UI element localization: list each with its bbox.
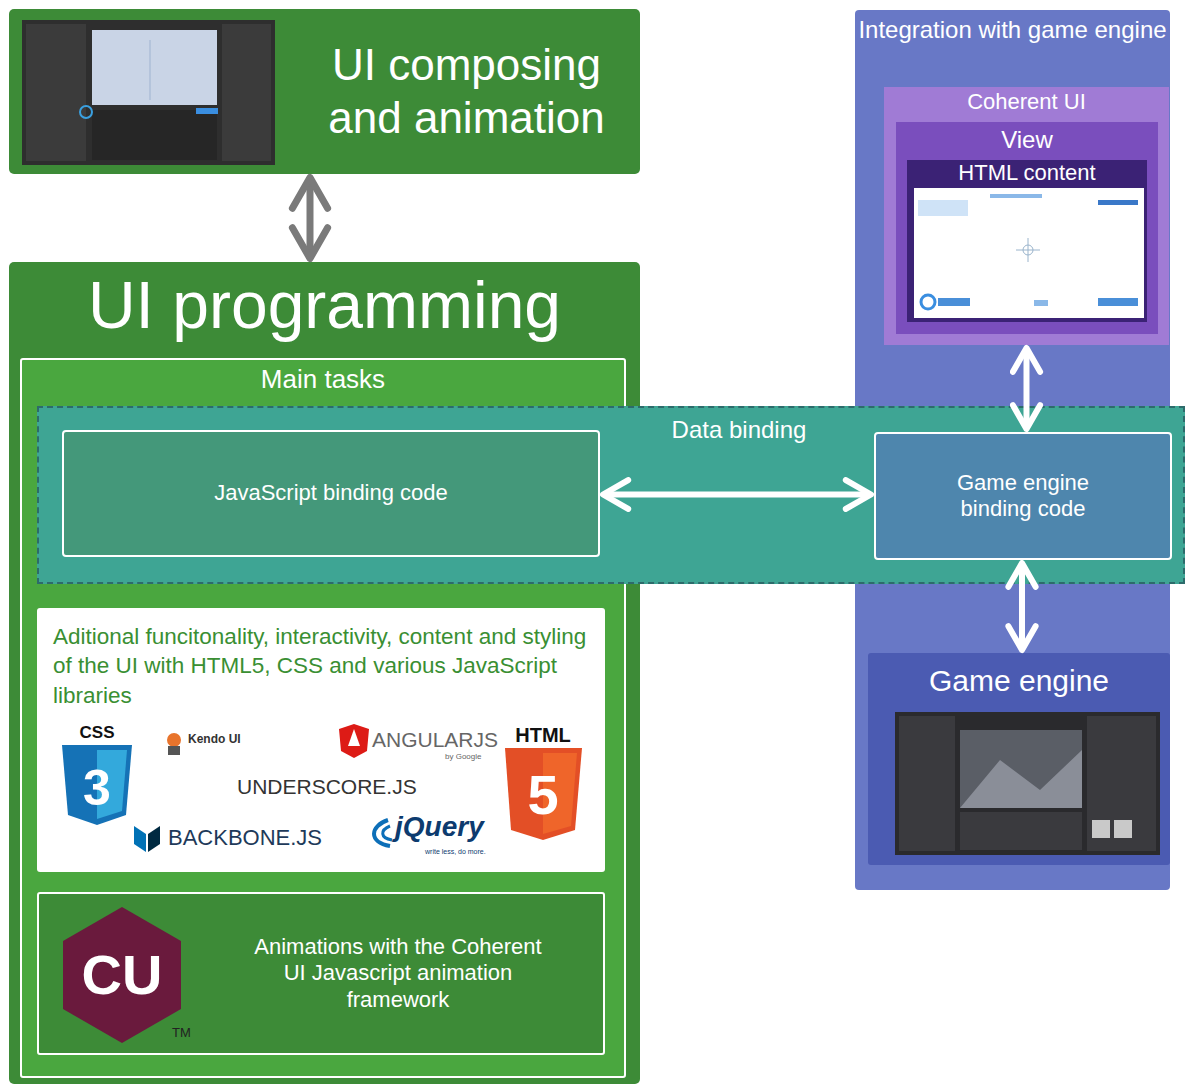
jquery-swoosh [383,826,392,840]
logo-text: HTML [515,724,571,746]
engine-viewport [960,730,1082,808]
box-label: HTML content [907,160,1147,186]
binding-box: Game engine binding code [874,432,1172,560]
logo-text: CU [82,944,163,1006]
box-label: Integration with game engine [855,16,1170,44]
hud-crosshair [1028,238,1029,262]
kendo-icon [168,746,180,755]
hud-widget [921,295,935,309]
logo-label-holder: TM [172,1026,191,1040]
middleware-box: Coherent UI ViewHTML content [884,87,1169,345]
logo-label-holder: 3 [83,761,111,816]
logo-label-holder: Kendo UI [188,733,241,746]
logo-text: 5 [527,764,558,826]
logo-label-holder: by Google [445,753,481,762]
box-label: Game engine binding code [933,470,1113,523]
box-label: UI composing and animation [294,39,639,145]
hud-widget [918,200,968,216]
backbone-icon [148,826,160,852]
box-label: Main tasks [22,364,624,395]
box-label: Data binding [639,416,839,445]
angular-shield [339,724,369,758]
view-box: ViewHTML content [896,122,1158,334]
box-label: View [896,126,1158,155]
stage-box: UI composing and animation [9,9,640,174]
logo-label-holder: 5 [527,764,558,826]
html5-shield [505,748,582,840]
logo-text: BACKBONE.JS [168,826,322,850]
jquery-swoosh [374,820,390,846]
logo-label-holder: ANGULARJS [372,728,498,751]
logo-text: Kendo UI [188,733,241,746]
cu-hexagon [63,907,181,1043]
logo-text: TM [172,1026,191,1040]
logo-label-holder: CSS [80,724,115,743]
hud-widget [990,194,1042,198]
box-label: JavaScript binding code [64,480,598,506]
double-arrow [307,178,314,259]
logo-text: jQuery [395,812,484,843]
logo-label-holder: HTML [515,724,571,746]
screenshot-frame [22,20,275,165]
hud-widget [1098,298,1138,306]
screenshot-timeline [92,110,217,160]
engine-panel [960,812,1082,850]
logo-text: 3 [83,761,111,816]
logo-label-holder: UNDERSCORE.JS [237,775,417,798]
screenshot-panel [26,24,86,161]
screenshot-guide [150,40,151,100]
double-arrow [1024,348,1030,429]
screenshot-panel [222,24,271,161]
logo-label-holder: BACKBONE.JS [168,826,322,850]
kendo-icon [167,733,181,747]
box-label: Game engine [868,663,1170,699]
box-label: Aditional funcitonality, interactivity, … [53,622,593,710]
logo-text: UNDERSCORE.JS [237,775,417,798]
content-box: HTML content [907,160,1147,322]
screenshot-widget [80,106,92,118]
logo-text: CSS [80,724,115,743]
backbone-icon [134,826,146,852]
binding-band: Data bindingJavaScript binding code Game … [37,406,1185,584]
box-label: UI programming [9,266,640,345]
binding-box: JavaScript binding code [62,430,600,557]
box-label: Animations with the Coherent UI Javascri… [253,934,543,1013]
hud-crosshair [1023,245,1033,255]
engine-box: Game engine [868,653,1170,865]
engine-panel [1087,716,1156,851]
double-arrow [1019,563,1025,650]
engine-screenshot [895,712,1160,855]
hud-widget [938,298,970,306]
logo-label-holder: CU [82,944,163,1006]
engine-icon [1092,820,1110,838]
hud-widget [1098,200,1138,205]
logo-label-holder: jQuery [395,812,484,843]
engine-panel [899,716,955,851]
screenshot-viewport [92,30,217,105]
angular-shield [348,729,360,746]
logo-text: by Google [445,753,481,762]
double-arrow [603,492,871,498]
hud-screenshot [914,188,1144,318]
css3-shield [62,745,132,825]
logo-text: write less, do more. [425,848,486,856]
engine-scene [960,750,1082,808]
hud-crosshair [1016,250,1040,251]
logo-text: ANGULARJS [372,728,498,751]
box-label: Coherent UI [884,89,1169,115]
engine-icon [1114,820,1132,838]
logo-label-holder: write less, do more. [425,848,486,856]
hud-widget [1034,300,1048,306]
screenshot-widget [196,108,218,114]
